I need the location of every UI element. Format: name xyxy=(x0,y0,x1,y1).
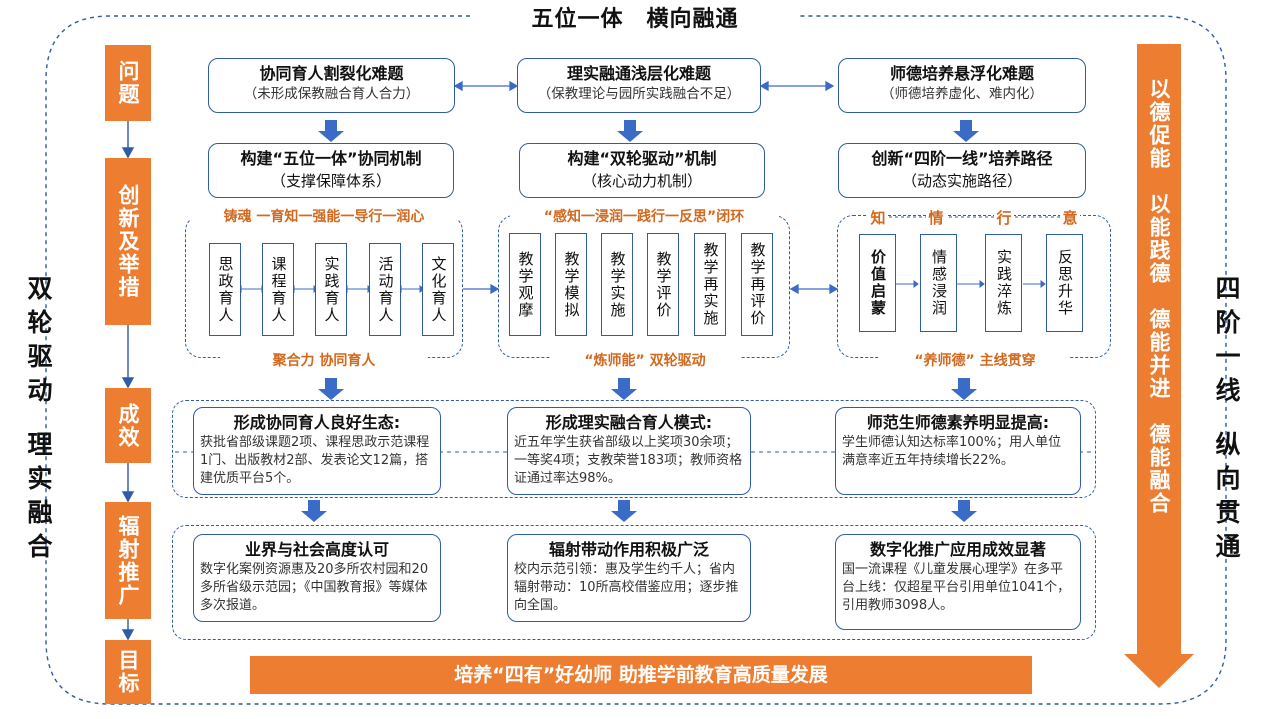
group3-bottom-label: “养师德” 主线贯穿 xyxy=(880,350,1070,370)
item-activity: 活动育人 xyxy=(369,243,401,336)
group2-bottom-label: “炼师能” 双轮驱动 xyxy=(550,350,740,370)
right-arrow-text: 以德促能 以能践德 德能并进 德能融合 xyxy=(1147,78,1171,515)
group2-top-label: “感知一浸润一践行一反思”闭环 xyxy=(510,206,778,226)
goal-bar: 培养“四有”好幼师 助推学前教育高质量发展 xyxy=(250,656,1032,694)
left-vertical-label: 双 轮 驱 动 理 实 融 合 xyxy=(27,274,53,561)
item-simulate: 教学模拟 xyxy=(555,233,587,336)
result-box-2: 形成理实融合育人模式: 近五年学生获省部级以上奖项30余项；一等奖4项；支教荣誉… xyxy=(507,407,751,495)
item-reevaluate: 教学再评价 xyxy=(741,233,773,336)
mechanism-box-1: 构建“五位一体”协同机制 （支撑保障体系） xyxy=(208,143,454,198)
item-reflect: 反思升华 xyxy=(1046,234,1083,332)
top-title: 五位一体 横向融通 xyxy=(470,4,800,36)
item-reimplement: 教学再实施 xyxy=(694,233,726,336)
group3-label-qing: 情 xyxy=(926,207,946,228)
item-culture: 文化育人 xyxy=(422,243,454,336)
item-observe: 教学观摩 xyxy=(509,233,541,336)
result-box-1: 形成协同育人良好生态: 获批省部级课题2项、课程思政示范课程1门、出版教材2部、… xyxy=(193,407,441,495)
right-vertical-label: 四 阶 一 线 纵 向 贯 通 xyxy=(1215,274,1241,561)
group3-label-xing: 行 xyxy=(994,207,1014,228)
group1-bottom-label: 聚合力 协同育人 xyxy=(220,350,428,370)
item-evaluate: 教学评价 xyxy=(647,233,679,336)
stage-problem: 问题 xyxy=(105,45,151,121)
item-course: 课程育人 xyxy=(262,243,294,336)
result-box-3: 师范生师德素养明显提高: 学生师德认知达标率100%；用人单位满意率近五年持续增… xyxy=(835,407,1081,495)
item-value: 价值启蒙 xyxy=(859,234,896,332)
item-emotion: 情感浸润 xyxy=(920,234,957,332)
radiation-frame xyxy=(172,525,1096,640)
stage-radiation: 辐射推广 xyxy=(105,502,151,619)
item-ideology: 思政育人 xyxy=(209,243,241,336)
results-frame xyxy=(172,400,1096,498)
mechanism-box-3: 创新“四阶一线”培养路径 （动态实施路径） xyxy=(838,143,1086,198)
stage-result: 成效 xyxy=(105,388,151,463)
item-practice: 实践育人 xyxy=(315,243,347,336)
item-implement: 教学实施 xyxy=(601,233,633,336)
problem-box-1: 协同育人割裂化难题 （未形成保教融合育人合力） xyxy=(208,58,455,113)
mechanism-box-2: 构建“双轮驱动”机制 （核心动力机制） xyxy=(519,143,765,198)
radiation-box-2: 辐射带动作用积极广泛 校内示范引领：惠及学生约千人；省内辐射带动：10所高校借鉴… xyxy=(507,534,751,622)
stage-innovation: 创新及举措 xyxy=(105,158,151,325)
problem-box-2: 理实融通浅层化难题 （保教理论与园所实践融合不足） xyxy=(517,58,761,113)
group3-label-zhi: 知 xyxy=(868,207,888,228)
stage-goal: 目标 xyxy=(105,640,151,704)
group1-top-label: 铸魂 一育知一强能一导行一润心 xyxy=(190,206,458,226)
problem-box-3: 师德培养悬浮化难题 （师德培养虚化、难内化） xyxy=(838,58,1086,113)
item-temper: 实践淬炼 xyxy=(985,234,1022,332)
group3-label-yi: 意 xyxy=(1060,207,1080,228)
radiation-box-3: 数字化推广应用成效显著 国一流课程《儿童发展心理学》在多平台上线：仅超星平台引用… xyxy=(835,534,1081,630)
radiation-box-1: 业界与社会高度认可 数字化案例资源惠及20多所农村园和20多所省级示范园；《中国… xyxy=(193,534,441,622)
